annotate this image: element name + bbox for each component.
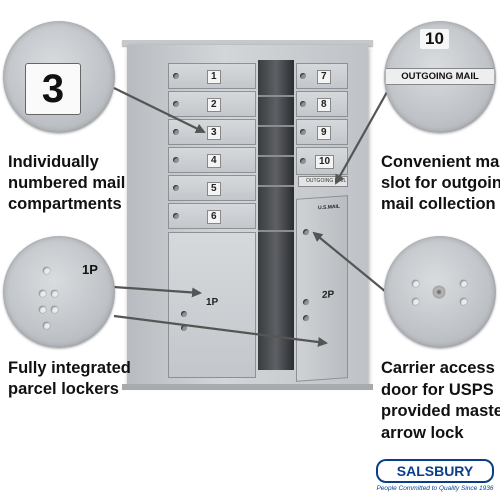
lock-icon — [43, 322, 50, 329]
compartment-door-3[interactable]: 3 — [168, 119, 256, 145]
arrow-to-door-3 — [113, 87, 206, 133]
lock-icon — [173, 185, 179, 191]
compartment-door-7[interactable]: 7 — [296, 63, 348, 89]
caption-mail-slot: Convenient mail slot for outgoing mail c… — [381, 152, 500, 215]
door-number: 4 — [207, 154, 221, 168]
lock-icon — [300, 129, 306, 135]
caption-carrier-door: Carrier access door for USPS provided ma… — [381, 358, 500, 444]
arrow-to-parcel-1p — [113, 285, 202, 298]
rivet-icon — [412, 298, 419, 305]
lock-icon — [43, 267, 50, 274]
compartment-door-6[interactable]: 6 — [168, 203, 256, 229]
lock-icon — [300, 158, 306, 164]
compartment-door-10[interactable]: 10 — [296, 147, 348, 175]
caption-line: parcel lockers — [8, 380, 119, 398]
parcel-locker-1p[interactable]: 1P — [168, 232, 256, 378]
interior-shelf — [258, 185, 294, 187]
lock-icon — [173, 129, 179, 135]
caption-line: provided master — [381, 402, 500, 420]
unit-base-trim — [122, 384, 373, 390]
lock-icon — [173, 157, 179, 163]
parcel-locker-label: 1P — [82, 262, 98, 277]
caption-line: numbered mail — [8, 174, 126, 192]
door-number: 1 — [207, 70, 221, 84]
caption-numbered-compartments: Individually numbered mail compartments — [8, 152, 125, 215]
compartment-door-5[interactable]: 5 — [168, 175, 256, 201]
outgoing-mail-slot[interactable] — [298, 176, 348, 187]
parcel-label: 1P — [206, 297, 219, 308]
lock-icon — [173, 213, 179, 219]
inset-door-number: 3 — [3, 21, 115, 133]
lock-icon — [300, 73, 306, 79]
logo-wordmark: SALSBURY — [376, 459, 494, 483]
door-number-10: 10 — [420, 29, 449, 49]
mailbox-interior — [258, 60, 294, 370]
inset-mail-slot: 10 OUTGOING MAIL — [384, 21, 496, 133]
compartment-door-1[interactable]: 1 — [168, 63, 256, 89]
rivet-icon — [39, 290, 46, 297]
lock-icon — [181, 311, 187, 317]
unit-top-trim — [122, 40, 373, 46]
interior-shelf — [258, 230, 294, 232]
interior-shelf — [258, 95, 294, 97]
inset-parcel-locker: 1P — [3, 236, 115, 348]
arrow-to-parcel-2p — [113, 314, 328, 347]
interior-shelf — [258, 125, 294, 127]
rivet-icon — [460, 298, 467, 305]
rivet-icon — [39, 306, 46, 313]
door-number: 6 — [207, 210, 221, 224]
caption-line: slot for outgoing — [381, 174, 500, 192]
door-number: 8 — [317, 98, 331, 112]
door-number: 10 — [315, 155, 335, 169]
door-number: 7 — [317, 70, 331, 84]
caption-line: arrow lock — [381, 423, 464, 442]
lock-icon — [173, 73, 179, 79]
door-number: 5 — [207, 182, 221, 196]
caption-line: mail collection — [381, 195, 496, 213]
interior-shelf — [258, 155, 294, 157]
caption-line: door for USPS — [381, 380, 494, 399]
rivet-icon — [51, 290, 58, 297]
arrow-to-mail-slot — [335, 91, 388, 185]
caption-line: Fully integrated — [8, 359, 131, 377]
rivet-icon — [412, 280, 419, 287]
caption-line: Carrier access — [381, 359, 495, 377]
caption-line: compartments — [8, 195, 122, 213]
number-plate: 3 — [25, 63, 81, 115]
door-number: 3 — [207, 126, 221, 140]
lock-icon — [181, 325, 187, 331]
compartment-door-2[interactable]: 2 — [168, 91, 256, 117]
master-arrow-lock-icon — [433, 286, 445, 298]
outgoing-mail-label: OUTGOING MAIL — [386, 68, 494, 85]
brand-logo: SALSBURY People Committed to Quality Sin… — [374, 459, 496, 492]
door-number: 2 — [207, 98, 221, 112]
door-number: 9 — [317, 126, 331, 140]
lock-icon — [173, 101, 179, 107]
arrow-to-carrier-lock — [312, 231, 387, 293]
caption-line: Convenient mail — [381, 153, 500, 171]
inset-master-lock — [384, 236, 496, 348]
compartment-door-4[interactable]: 4 — [168, 147, 256, 173]
lock-icon — [300, 101, 306, 107]
rivet-icon — [460, 280, 467, 287]
rivet-icon — [51, 306, 58, 313]
compartment-door-8[interactable]: 8 — [296, 91, 348, 117]
slot-label: OUTGOING MAIL — [306, 178, 347, 184]
logo-tagline: People Committed to Quality Since 1936 — [376, 485, 494, 492]
compartment-door-9[interactable]: 9 — [296, 119, 348, 145]
caption-parcel-lockers: Fully integrated parcel lockers — [8, 358, 131, 400]
caption-line: Individually — [8, 153, 99, 171]
